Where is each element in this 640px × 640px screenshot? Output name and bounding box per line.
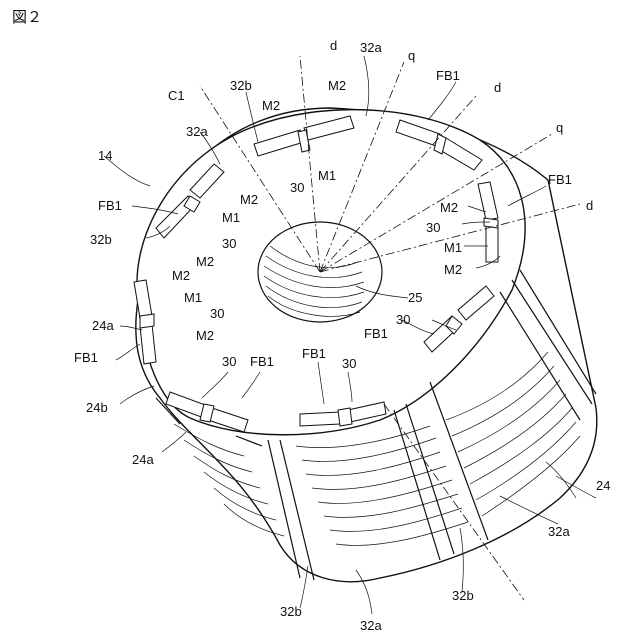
label-32a-right: 32a	[548, 524, 570, 539]
label-32b-bottom-right: 32b	[452, 588, 474, 603]
label-30-top: 30	[290, 180, 304, 195]
label-fb1-right: FB1	[548, 172, 572, 187]
label-24b-left: 24b	[86, 400, 108, 415]
label-32a-bottom: 32a	[360, 618, 382, 633]
label-m2-top-right: M2	[328, 78, 346, 93]
label-30-mid-right: 30	[396, 312, 410, 327]
label-q-right: q	[556, 120, 563, 135]
label-fb1-bottom-center: FB1	[302, 346, 326, 361]
label-m1-left-b: M1	[184, 290, 202, 305]
label-32b-bottom-left: 32b	[280, 604, 302, 619]
label-m2-right-b: M2	[444, 262, 462, 277]
label-32a-left: 32a	[186, 124, 208, 139]
label-d-right-top: d	[494, 80, 501, 95]
label-m2-right-a: M2	[440, 200, 458, 215]
label-m2-top-left: M2	[262, 98, 280, 113]
label-m1-left-a: M1	[222, 210, 240, 225]
label-fb1-top-right: FB1	[436, 68, 460, 83]
label-q-top: q	[408, 48, 415, 63]
label-d-right: d	[586, 198, 593, 213]
label-30-left: 30	[222, 236, 236, 251]
label-24: 24	[596, 478, 610, 493]
label-30-right: 30	[426, 220, 440, 235]
label-32a-top: 32a	[360, 40, 382, 55]
label-14: 14	[98, 148, 112, 163]
label-fb1-mid-right: FB1	[364, 326, 388, 341]
label-d-top: d	[330, 38, 337, 53]
label-fb1-left-lower: FB1	[74, 350, 98, 365]
label-fb1-left: FB1	[98, 198, 122, 213]
label-fb1-bottom-left: FB1	[250, 354, 274, 369]
label-30-bottom-center: 30	[342, 356, 356, 371]
label-m2-left-a: M2	[240, 192, 258, 207]
label-30-left-b: 30	[210, 306, 224, 321]
label-32b-top: 32b	[230, 78, 252, 93]
label-24a-bottom: 24a	[132, 452, 154, 467]
label-24a-left: 24a	[92, 318, 114, 333]
label-m2-left-b: M2	[196, 254, 214, 269]
label-m1-top: M1	[318, 168, 336, 183]
label-c1: C1	[168, 88, 185, 103]
label-m2-left-c: M2	[172, 268, 190, 283]
label-30-bottom-left: 30	[222, 354, 236, 369]
rotor-core	[104, 56, 597, 614]
label-m2-left-d: M2	[196, 328, 214, 343]
label-32b-left: 32b	[90, 232, 112, 247]
label-25: 25	[408, 290, 422, 305]
label-m1-right: M1	[444, 240, 462, 255]
